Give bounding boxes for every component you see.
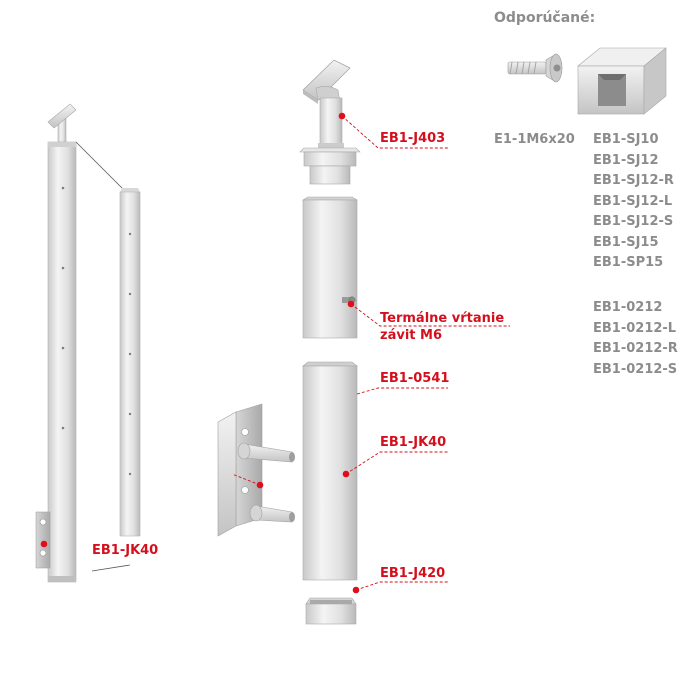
callout-assembled-post: EB1-JK40 [92, 543, 159, 558]
callout-top-holder: EB1-J403 [380, 131, 446, 146]
handrail-holder [302, 59, 351, 148]
list-item: EB1-SJ12-L [593, 193, 673, 209]
connector-tube [301, 196, 359, 339]
callout-dots [40, 112, 360, 594]
callout-end-cap: EB1-J420 [380, 566, 446, 581]
square-insert-icon [577, 47, 667, 115]
recommended-list-insert: EB1-SJ10 EB1-SJ12 EB1-SJ12-R EB1-SJ12-L … [593, 130, 674, 274]
callout-thread-line1: Termálne vŕtanie [380, 311, 505, 326]
screw-code: E1-1M6x20 [494, 132, 575, 147]
recommended-heading: Odporúčané: [494, 10, 596, 26]
holder-insert [299, 147, 361, 185]
list-item: EB1-0212-R [593, 341, 678, 356]
post-tube [302, 361, 358, 581]
callout-thread-line2: závit M6 [380, 328, 442, 343]
callout-post: EB1-JK40 [380, 435, 447, 450]
list-item: EB1-SP15 [593, 255, 664, 270]
assembled-post [35, 103, 131, 583]
recommended-list-connector: EB1-0212 EB1-0212-L EB1-0212-R EB1-0212-… [593, 298, 678, 380]
list-item: EB1-SJ12-R [593, 173, 674, 188]
screw-icon [507, 53, 563, 83]
list-item: EB1-SJ12-S [593, 214, 674, 229]
list-item: EB1-SJ10 [593, 132, 659, 147]
list-item: EB1-SJ15 [593, 234, 659, 250]
callout-leaders [231, 115, 510, 591]
side-flange [217, 403, 295, 537]
list-item: EB1-0212-S [593, 361, 678, 377]
list-item: EB1-0212-L [593, 320, 677, 336]
bare-post [119, 188, 141, 537]
list-item: EB1-0212 [593, 300, 663, 315]
list-item: EB1-SJ12 [593, 152, 659, 168]
end-cap [305, 597, 357, 625]
callout-thread: Termálne vŕtanie závit M6 [380, 310, 504, 344]
callout-connector: EB1-0541 [380, 371, 450, 386]
